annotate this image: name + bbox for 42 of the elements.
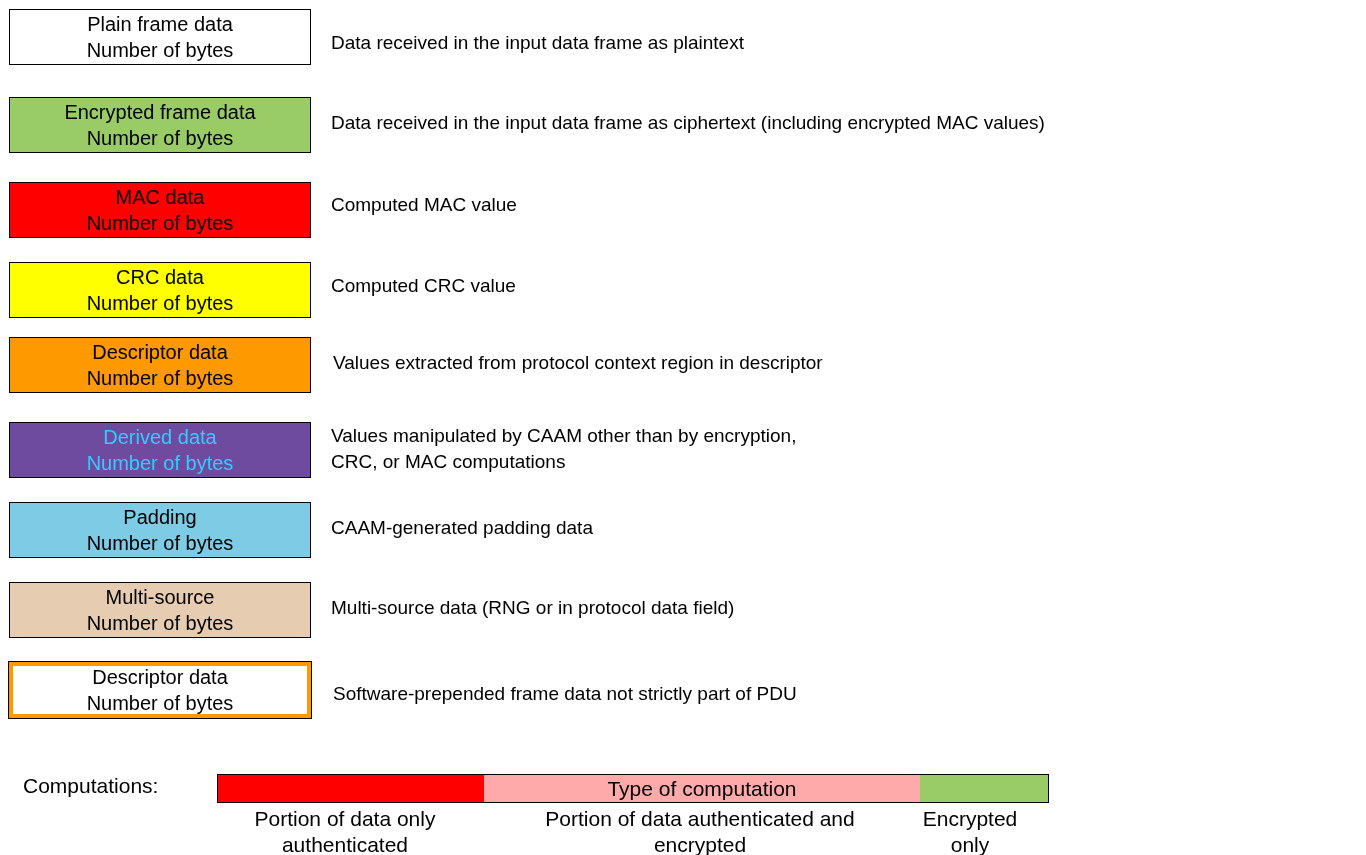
legend-box [9,262,311,318]
bar-label: Type of computation [607,777,797,800]
byte-count-label: Number of bytes [85,451,235,476]
byte-count-label: Number of bytes [85,126,235,151]
description-text: CAAM-generated padding data [331,516,593,540]
data-type-label: Plain frame data [86,12,234,37]
legend-box [9,662,311,718]
byte-count-label: Number of bytes [85,611,235,636]
data-type-label: MAC data [114,185,206,210]
description-text: Values extracted from protocol context region in descriptor [333,351,823,375]
byte-count-label: Number of bytes [85,366,235,391]
legend-box [9,9,311,65]
legend-box [9,422,311,478]
description-text: Software-prepended frame data not strictly part of PDU [333,682,797,706]
description-text: Computed MAC value [331,193,517,217]
computation-bar-segment [217,774,484,803]
legend-box [9,337,311,393]
description-text: Computed CRC value [331,274,516,298]
segment-caption: Portion of data only authenticated [253,806,437,855]
data-type-label: Derived data [102,425,218,450]
description-text: Data received in the input data frame as ciphertext (including encrypted MAC values) [331,111,1045,135]
legend-box [9,182,311,238]
legend-box [9,502,311,558]
byte-count-label: Number of bytes [85,531,235,556]
description-text: Values manipulated by CAAM other than by encryption, CRC, or MAC computations [331,424,798,474]
legend-box [9,582,311,638]
row-label: Computations: [23,773,159,799]
byte-count-label: Number of bytes [85,211,235,236]
data-type-label: Padding [122,505,198,530]
byte-count-label: Number of bytes [85,38,235,63]
legend-box [9,97,311,153]
data-type-label: CRC data [115,265,205,290]
byte-count-label: Number of bytes [85,291,235,316]
byte-count-label: Number of bytes [85,691,235,716]
description-text: Data received in the input data frame as plaintext [331,31,744,55]
data-type-label: Multi-source [104,585,216,610]
data-type-label: Descriptor data [91,340,229,365]
description-text: Multi-source data (RNG or in protocol data field) [331,596,735,620]
computation-bar-segment [920,774,1049,803]
computation-bar-segment [484,774,920,803]
data-type-label: Descriptor data [91,665,229,690]
data-type-label: Encrypted frame data [63,100,257,125]
